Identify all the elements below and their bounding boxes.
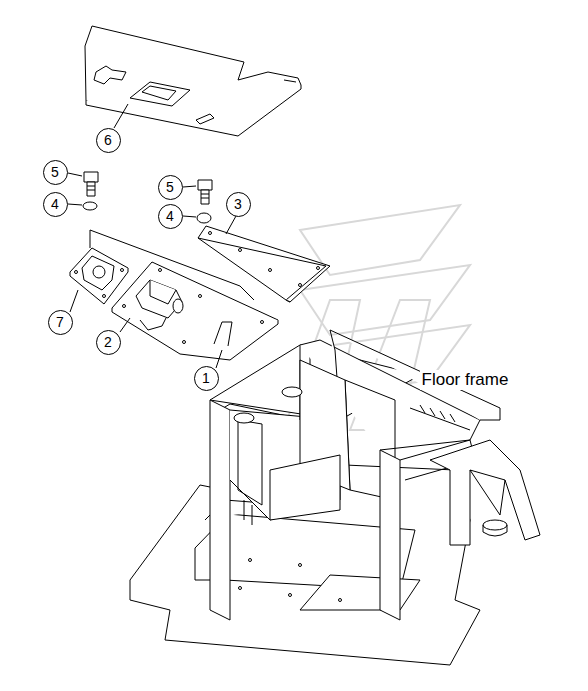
- callout-number: 2: [96, 330, 121, 355]
- leader-line: [68, 104, 254, 368]
- callout-number: 7: [48, 310, 73, 335]
- floor-frame: [210, 330, 540, 620]
- callout-number: 5: [158, 175, 183, 200]
- cover-panel: [85, 26, 301, 136]
- callout-number: 4: [43, 192, 68, 217]
- callout-number: 6: [96, 128, 121, 153]
- callout-number: 1: [194, 366, 219, 391]
- callout-number: 3: [226, 192, 251, 217]
- switch-assembly: [70, 248, 128, 304]
- callout-number: 4: [158, 204, 183, 229]
- cover-strip: [198, 226, 330, 302]
- part-name: Floor frame: [420, 370, 511, 390]
- bolt: [84, 172, 212, 204]
- mount-plate: [112, 262, 278, 360]
- callout-number: 5: [43, 160, 68, 185]
- washer: [83, 202, 211, 223]
